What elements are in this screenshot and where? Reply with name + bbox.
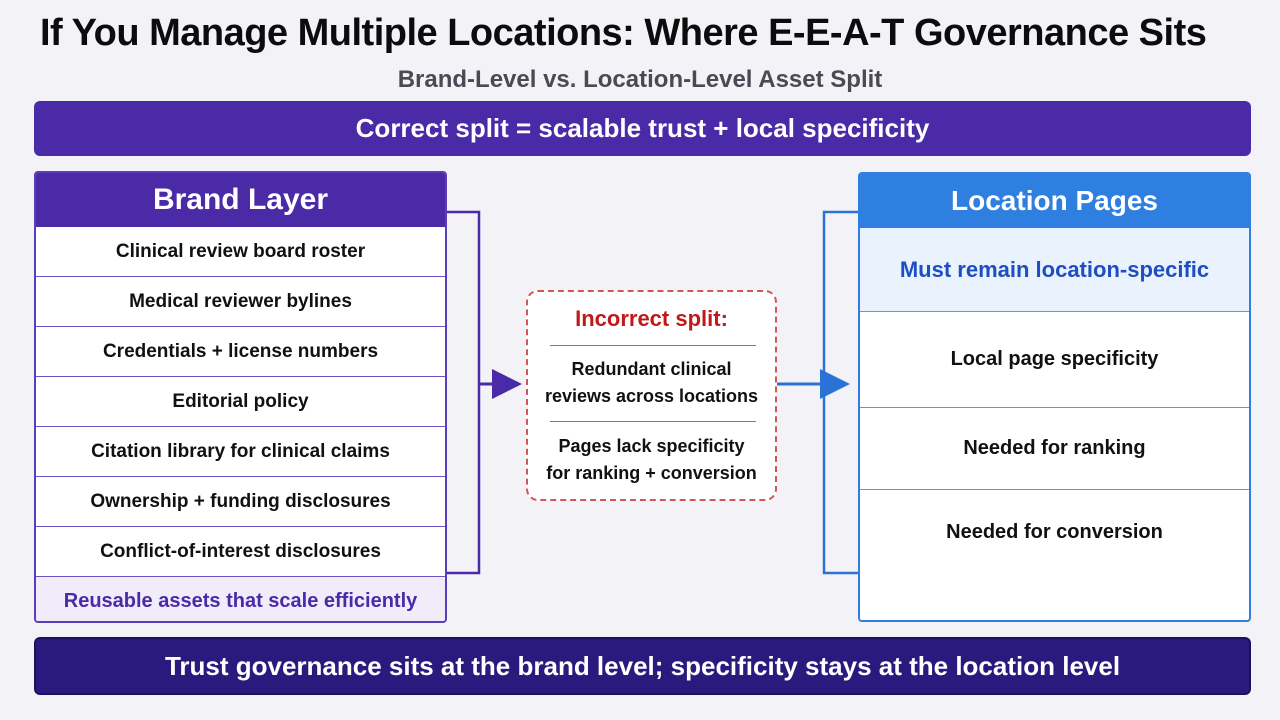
brand-layer-panel: Brand Layer Clinical review board roster… (34, 171, 447, 623)
incorrect-divider (550, 421, 756, 422)
brand-item-reviewer-bylines: Medical reviewer bylines (36, 277, 445, 327)
incorrect-split-box: Incorrect split: Redundant clinical revi… (526, 290, 777, 501)
brand-item-editorial-policy: Editorial policy (36, 377, 445, 427)
incorrect-point-redundant-line1: Redundant clinical (571, 359, 732, 379)
location-highlight: Must remain location-specific (860, 228, 1249, 312)
incorrect-split-title: Incorrect split: (575, 306, 728, 331)
incorrect-point-redundant: Redundant clinical reviews across locati… (528, 356, 775, 410)
location-pages-header: Location Pages (860, 174, 1249, 228)
incorrect-point-specificity-line2: for ranking + conversion (546, 463, 757, 483)
location-bracket (822, 210, 858, 575)
bottom-banner: Trust governance sits at the brand level… (34, 637, 1251, 695)
top-banner: Correct split = scalable trust + local s… (34, 101, 1251, 156)
location-item-ranking: Needed for ranking (860, 408, 1249, 490)
brand-bracket (447, 210, 481, 575)
brand-layer-footer: Reusable assets that scale efficiently (36, 577, 445, 621)
location-pages-panel: Location Pages Must remain location-spec… (858, 172, 1251, 622)
brand-item-citation-library: Citation library for clinical claims (36, 427, 445, 477)
incorrect-point-specificity-line1: Pages lack specificity (558, 436, 745, 456)
page-subtitle: Brand-Level vs. Location-Level Asset Spl… (397, 66, 883, 93)
brand-item-conflict-disclosures: Conflict-of-interest disclosures (36, 527, 445, 577)
page-title: If You Manage Multiple Locations: Where … (40, 12, 1207, 54)
location-item-specificity: Local page specificity (860, 312, 1249, 408)
brand-item-ownership-disclosures: Ownership + funding disclosures (36, 477, 445, 527)
location-item-conversion: Needed for conversion (946, 520, 1163, 543)
incorrect-point-specificity: Pages lack specificity for ranking + con… (528, 433, 775, 487)
brand-item-clinical-review-board: Clinical review board roster (36, 227, 445, 277)
brand-layer-header: Brand Layer (36, 173, 445, 227)
incorrect-divider (550, 345, 756, 346)
brand-item-credentials: Credentials + license numbers (36, 327, 445, 377)
incorrect-point-redundant-line2: reviews across locations (544, 386, 759, 406)
